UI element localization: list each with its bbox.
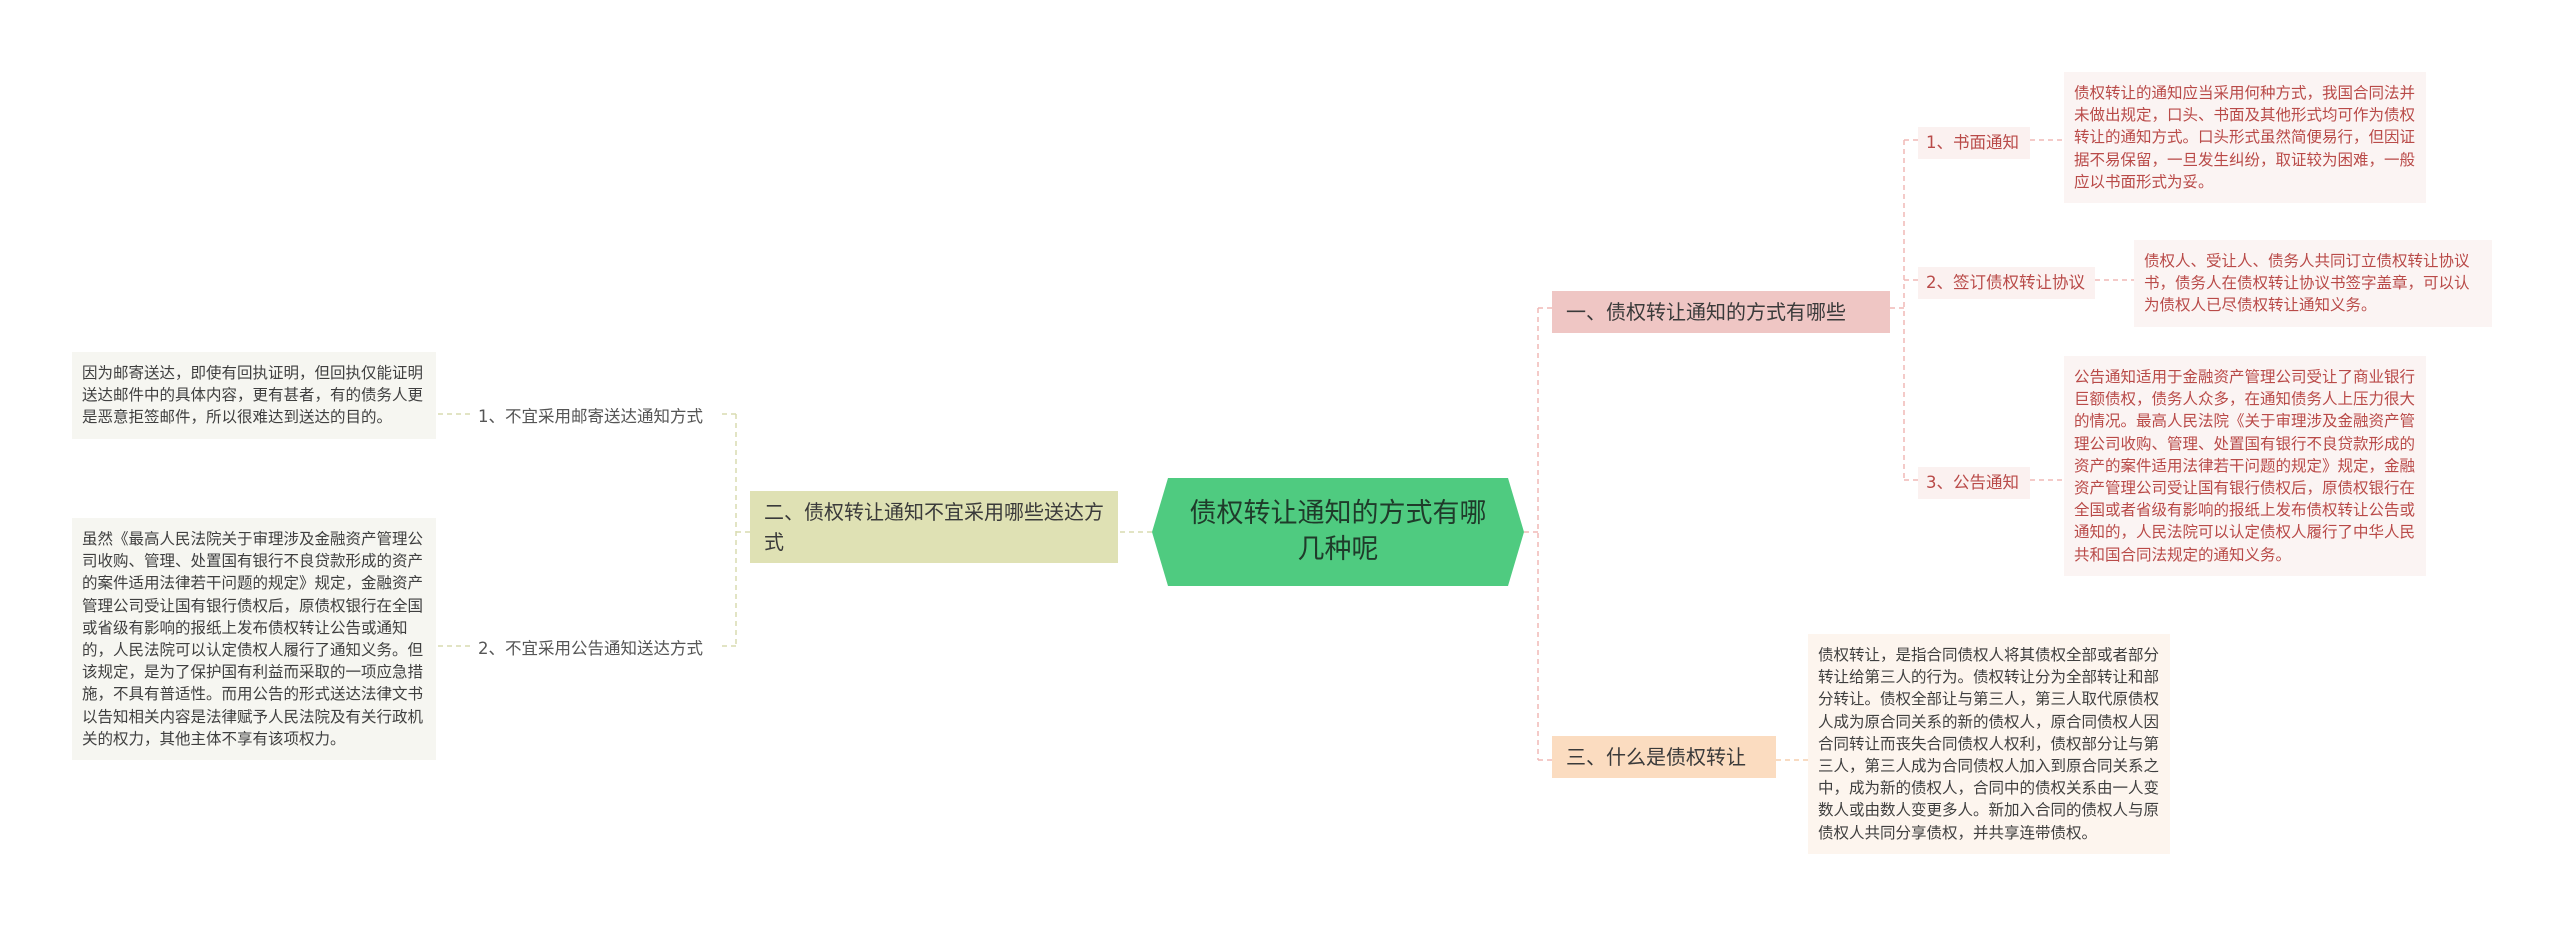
branch-methods-title: 一、债权转让通知的方式有哪些 [1566,300,1846,324]
leaf-text: 债权人、受让人、债务人共同订立债权转让协议书，债务人在债权转让协议书签字盖章，可… [2144,252,2470,315]
leaf-what-is-transfer: 债权转让，是指合同债权人将其债权全部或者部分转让给第三人的行为。债权转让分为全部… [1808,634,2170,854]
branch-what-is-transfer[interactable]: 三、什么是债权转让 [1552,736,1776,778]
subitem-label: 1、书面通知 [1926,133,2019,152]
subitem-no-public-notice[interactable]: 2、不宜采用公告通知送达方式 [470,633,722,665]
branch-unsuitable-methods-title: 二、债权转让通知不宜采用哪些送达方式 [764,500,1104,554]
connector-branch1-items [1890,139,1918,481]
leaf-written-notice: 债权转让的通知应当采用何种方式，我国合同法并未做出规定，口头、书面及其他形式均可… [2064,72,2426,204]
connector-root-right [1524,307,1552,761]
root-topic[interactable]: 债权转让通知的方式有哪几种呢 [1152,478,1524,586]
leaf-text: 债权转让的通知应当采用何种方式，我国合同法并未做出规定，口头、书面及其他形式均可… [2074,84,2416,191]
leaf-no-mail: 因为邮寄送达，即使有回执证明，但回执仅能证明送达邮件中的具体内容，更有甚者，有的… [72,352,436,439]
subitem-label: 3、公告通知 [1926,473,2019,492]
branch-what-is-transfer-title: 三、什么是债权转让 [1566,745,1746,769]
leaf-text: 因为邮寄送达，即使有回执证明，但回执仅能证明送达邮件中的具体内容，更有甚者，有的… [82,364,424,427]
branch-unsuitable-methods[interactable]: 二、债权转让通知不宜采用哪些送达方式 [750,491,1118,563]
subitem-label: 2、签订债权转让协议 [1926,273,2085,292]
branch-methods[interactable]: 一、债权转让通知的方式有哪些 [1552,291,1890,333]
subitem-no-mail[interactable]: 1、不宜采用邮寄送达通知方式 [470,401,722,433]
subitem-label: 2、不宜采用公告通知送达方式 [478,639,703,658]
connector-branch2-items [722,413,750,647]
leaf-public-notice: 公告通知适用于金融资产管理公司受让了商业银行巨额债权，债务人众多，在通知债务人上… [2064,356,2426,576]
leaf-no-public-notice: 虽然《最高人民法院关于审理涉及金融资产管理公司收购、管理、处置国有银行不良贷款形… [72,518,436,761]
connector-items-leaves [2030,139,2134,481]
subitem-label: 1、不宜采用邮寄送达通知方式 [478,407,703,426]
subitem-public-notice[interactable]: 3、公告通知 [1918,467,2030,499]
leaf-text: 公告通知适用于金融资产管理公司受让了商业银行巨额债权，债务人众多，在通知债务人上… [2074,368,2416,564]
subitem-transfer-agreement[interactable]: 2、签订债权转让协议 [1918,267,2095,299]
leaf-text: 虽然《最高人民法院关于审理涉及金融资产管理公司收购、管理、处置国有银行不良贷款形… [82,530,424,748]
subitem-written-notice[interactable]: 1、书面通知 [1918,127,2030,159]
leaf-text: 债权转让，是指合同债权人将其债权全部或者部分转让给第三人的行为。债权转让分为全部… [1818,646,2160,842]
connector-left-leaves [436,413,470,647]
leaf-transfer-agreement: 债权人、受让人、债务人共同订立债权转让协议书，债务人在债权转让协议书签字盖章，可… [2134,240,2492,327]
root-title: 债权转让通知的方式有哪几种呢 [1189,498,1487,565]
